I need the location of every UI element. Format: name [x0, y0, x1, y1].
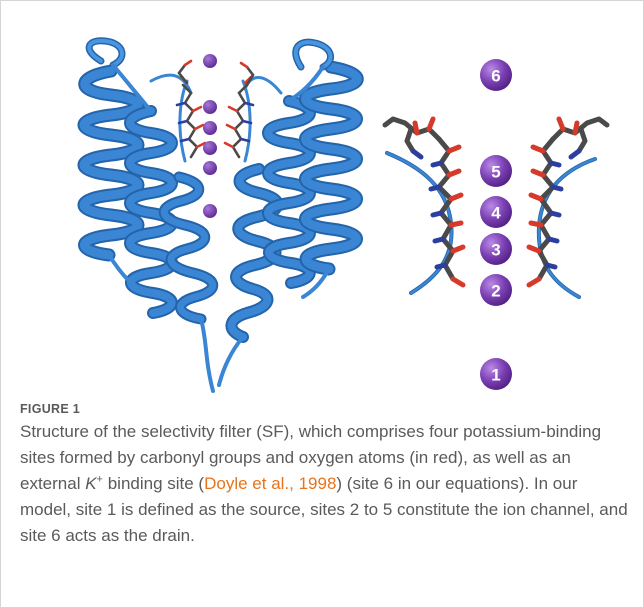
site-4-label: 4 — [491, 204, 501, 223]
figure-caption-text: Structure of the selectivity filter (SF)… — [20, 419, 632, 549]
figure-illustration: 6 5 4 3 2 1 — [1, 1, 644, 401]
site-2-label: 2 — [491, 282, 500, 301]
ion-left-top — [203, 54, 217, 68]
site-4: 4 — [480, 196, 512, 228]
figure-label: FIGURE 1 — [20, 402, 632, 416]
site-5: 5 — [480, 155, 512, 187]
site-6: 6 — [480, 59, 512, 91]
ion-left-s4 — [203, 100, 217, 114]
figure-caption: FIGURE 1 Structure of the selectivity fi… — [20, 402, 632, 549]
k-symbol: K — [85, 474, 96, 493]
site-2: 2 — [480, 274, 512, 306]
site-1-label: 1 — [491, 366, 500, 385]
site-6-label: 6 — [491, 67, 500, 86]
binding-sites: 6 5 4 3 2 1 — [480, 59, 512, 390]
ion-left-s3 — [203, 121, 217, 135]
citation-link[interactable]: Doyle et al., 1998 — [204, 474, 336, 493]
ion-left-cavity — [203, 204, 217, 218]
channel-ribbon — [84, 41, 357, 391]
ion-column-left — [203, 54, 217, 218]
ion-left-s1 — [203, 161, 217, 175]
caption-text-2: binding site ( — [103, 474, 204, 493]
site-3: 3 — [480, 233, 512, 265]
site-5-label: 5 — [491, 163, 500, 182]
ion-left-s2 — [203, 141, 217, 155]
site-1: 1 — [480, 358, 512, 390]
site-3-label: 3 — [491, 241, 500, 260]
